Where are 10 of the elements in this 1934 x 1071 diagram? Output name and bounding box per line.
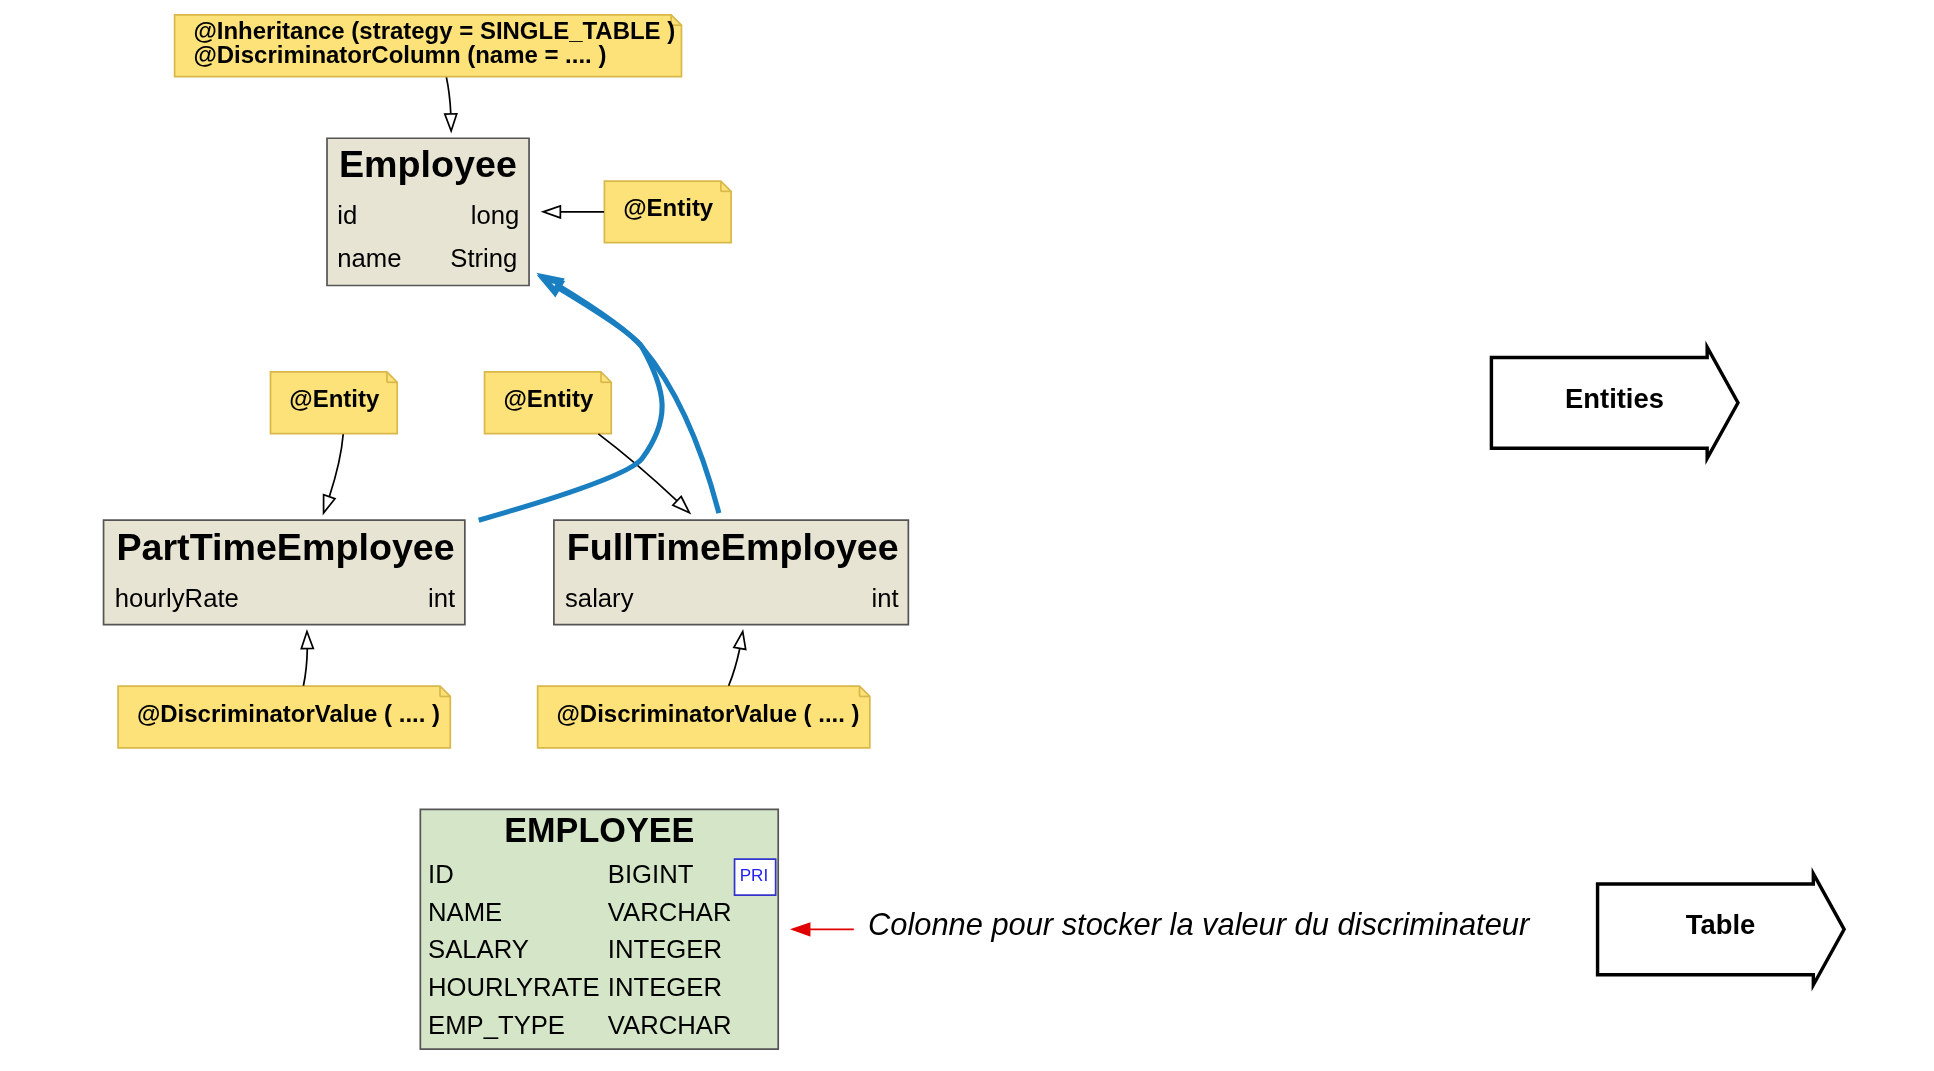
arrow xyxy=(300,628,315,687)
arrow xyxy=(727,628,747,687)
node-text: Colonne pour stocker la valeur du discriminateur xyxy=(868,907,1530,943)
arrow xyxy=(597,432,692,515)
arrow xyxy=(536,272,722,514)
arrow xyxy=(540,204,605,220)
arrow xyxy=(478,275,665,523)
arrow xyxy=(443,76,458,134)
arrow xyxy=(322,433,345,516)
arrow xyxy=(789,922,855,937)
